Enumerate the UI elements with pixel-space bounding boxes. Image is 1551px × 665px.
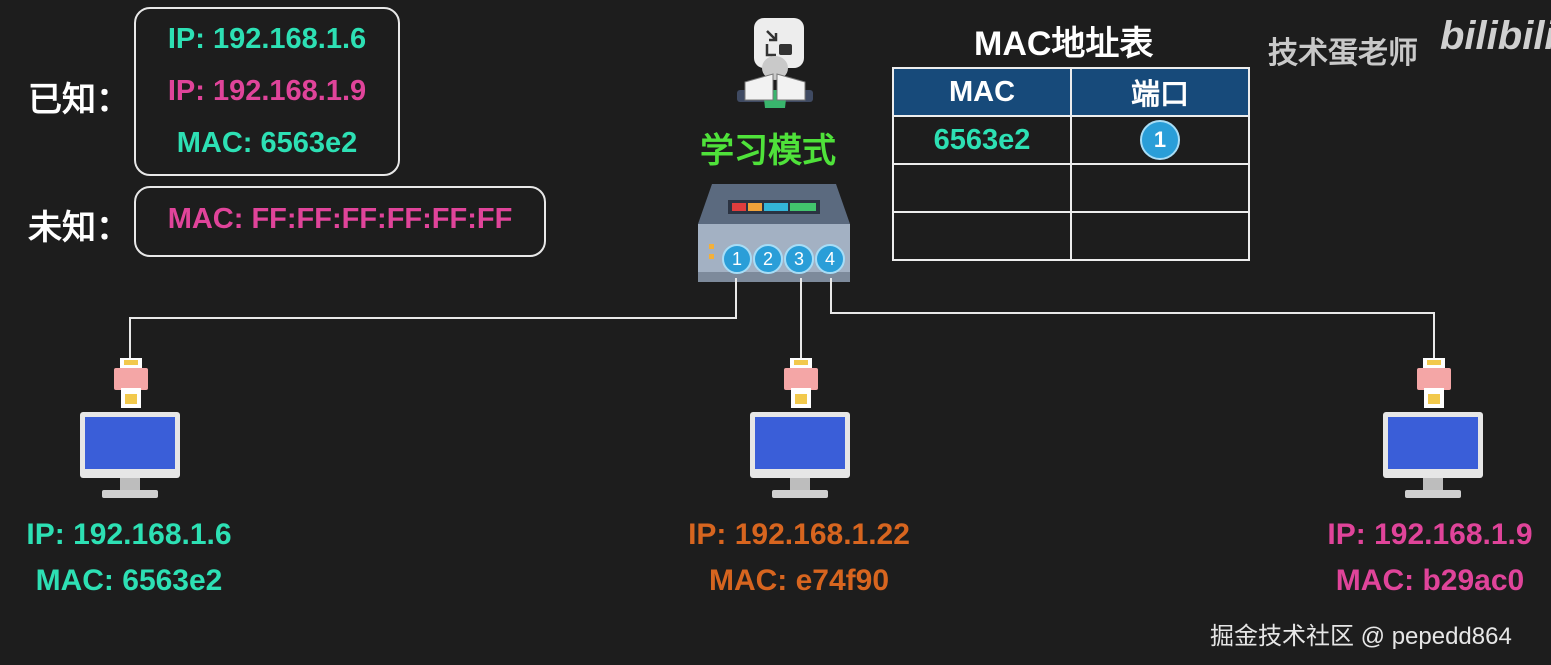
port-1-badge: 1 (1140, 120, 1180, 160)
computer-monitor-icon (750, 412, 850, 498)
teacher-reading-icon (737, 56, 813, 108)
ethernet-plug-icon (1417, 358, 1451, 408)
host-2-ip: IP: 192.168.1.22 (688, 518, 910, 551)
row-1-port: 1 (1070, 115, 1250, 165)
footer-credit: 掘金技术社区 @ pepedd864 (1210, 623, 1512, 650)
unknown-info-box: MAC: FF:FF:FF:FF:FF:FF (134, 186, 546, 257)
row-2-port (1070, 163, 1250, 213)
row-1-mac: 6563e2 (892, 115, 1072, 165)
known-ip-target: IP: 192.168.1.9 (167, 75, 367, 107)
ethernet-plug-icon (784, 358, 818, 408)
ethernet-plug-icon (114, 358, 148, 408)
host-1-ip: IP: 192.168.1.6 (26, 518, 232, 551)
known-label: 已知： (28, 81, 130, 119)
table-header-row: MAC 端口 (892, 67, 1250, 117)
known-info-box: IP: 192.168.1.6 IP: 192.168.1.9 MAC: 656… (134, 7, 400, 176)
computer-monitor-icon (1383, 412, 1483, 498)
host-2-mac: MAC: e74f90 (708, 564, 890, 597)
host-3-mac: MAC: b29ac0 (1335, 564, 1525, 597)
mac-table-title: MAC地址表 (974, 25, 1154, 63)
mac-address-table: MAC 端口 6563e2 1 (892, 67, 1250, 261)
collapse-button[interactable] (754, 18, 804, 68)
header-port: 端口 (1070, 67, 1250, 117)
known-mac-self: MAC: 6563e2 (176, 127, 358, 159)
header-mac: MAC (892, 67, 1072, 117)
switch-port-3[interactable]: 3 (784, 244, 814, 274)
switch-port-4[interactable]: 4 (815, 244, 845, 274)
row-2-mac (892, 163, 1072, 213)
switch-port-2[interactable]: 2 (753, 244, 783, 274)
row-3-mac (892, 211, 1072, 261)
author-watermark: 技术蛋老师 (1268, 37, 1418, 70)
computer-monitor-icon (80, 412, 180, 498)
table-row (892, 163, 1250, 213)
bilibili-logo: bilibili (1440, 14, 1551, 58)
host-3-ip: IP: 192.168.1.9 (1327, 518, 1533, 551)
table-row: 6563e2 1 (892, 115, 1250, 165)
known-ip-self: IP: 192.168.1.6 (167, 23, 367, 55)
row-3-port (1070, 211, 1250, 261)
collapse-icon (765, 30, 792, 57)
unknown-mac: MAC: FF:FF:FF:FF:FF:FF (167, 203, 513, 235)
switch-port-1[interactable]: 1 (722, 244, 752, 274)
host-1-mac: MAC: 6563e2 (35, 564, 223, 597)
unknown-label: 未知： (28, 209, 130, 247)
table-row (892, 211, 1250, 261)
learning-mode-label: 学习模式 (700, 132, 836, 170)
